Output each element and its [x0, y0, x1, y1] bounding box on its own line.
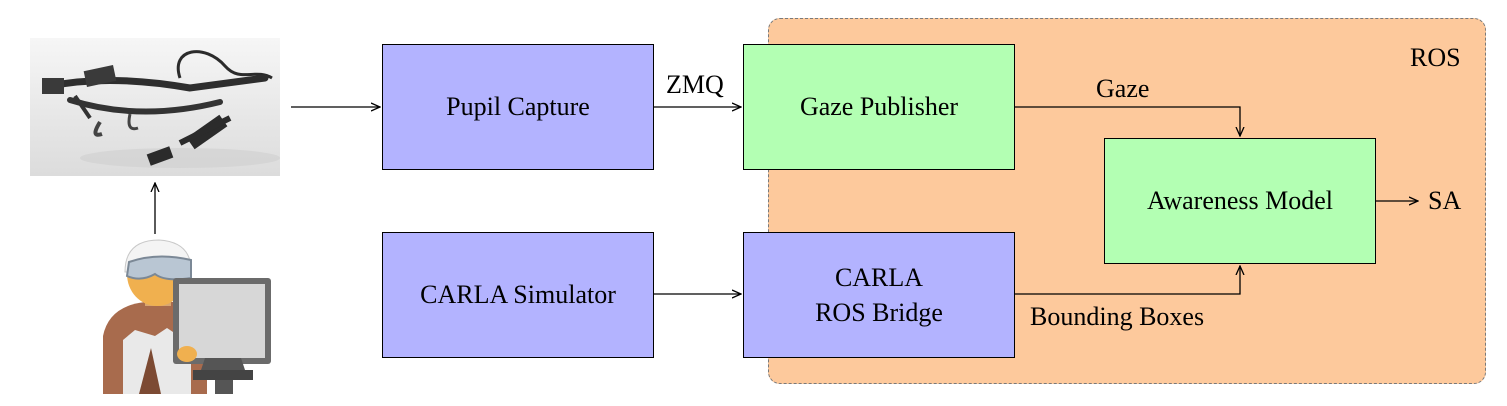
user-at-computer-icon	[95, 236, 275, 394]
ros-region-label: ROS	[1410, 43, 1461, 72]
carla-simulator-block: CARLA Simulator	[382, 232, 654, 358]
edge-label-sa: SA	[1428, 186, 1462, 215]
edge-label-gaze: Gaze	[1096, 74, 1150, 103]
edge-label-zmq: ZMQ	[666, 70, 724, 99]
carla-ros-bridge-label-line2: ROS Bridge	[815, 298, 943, 327]
eye-tracker-glasses-icon	[30, 38, 280, 176]
carla-ros-bridge-block: CARLA ROS Bridge	[743, 232, 1015, 358]
pupil-capture-block: Pupil Capture	[382, 44, 654, 170]
pupil-capture-label: Pupil Capture	[446, 92, 590, 122]
gaze-publisher-label: Gaze Publisher	[799, 92, 959, 122]
awareness-model-label: Awareness Model	[1146, 186, 1334, 216]
gaze-publisher-block: Gaze Publisher	[743, 44, 1015, 170]
edge-label-bounding-boxes: Bounding Boxes	[1030, 302, 1205, 331]
awareness-model-block: Awareness Model	[1104, 138, 1376, 264]
carla-ros-bridge-label-line1: CARLA	[834, 262, 924, 292]
carla-simulator-label: CARLA Simulator	[420, 280, 616, 310]
